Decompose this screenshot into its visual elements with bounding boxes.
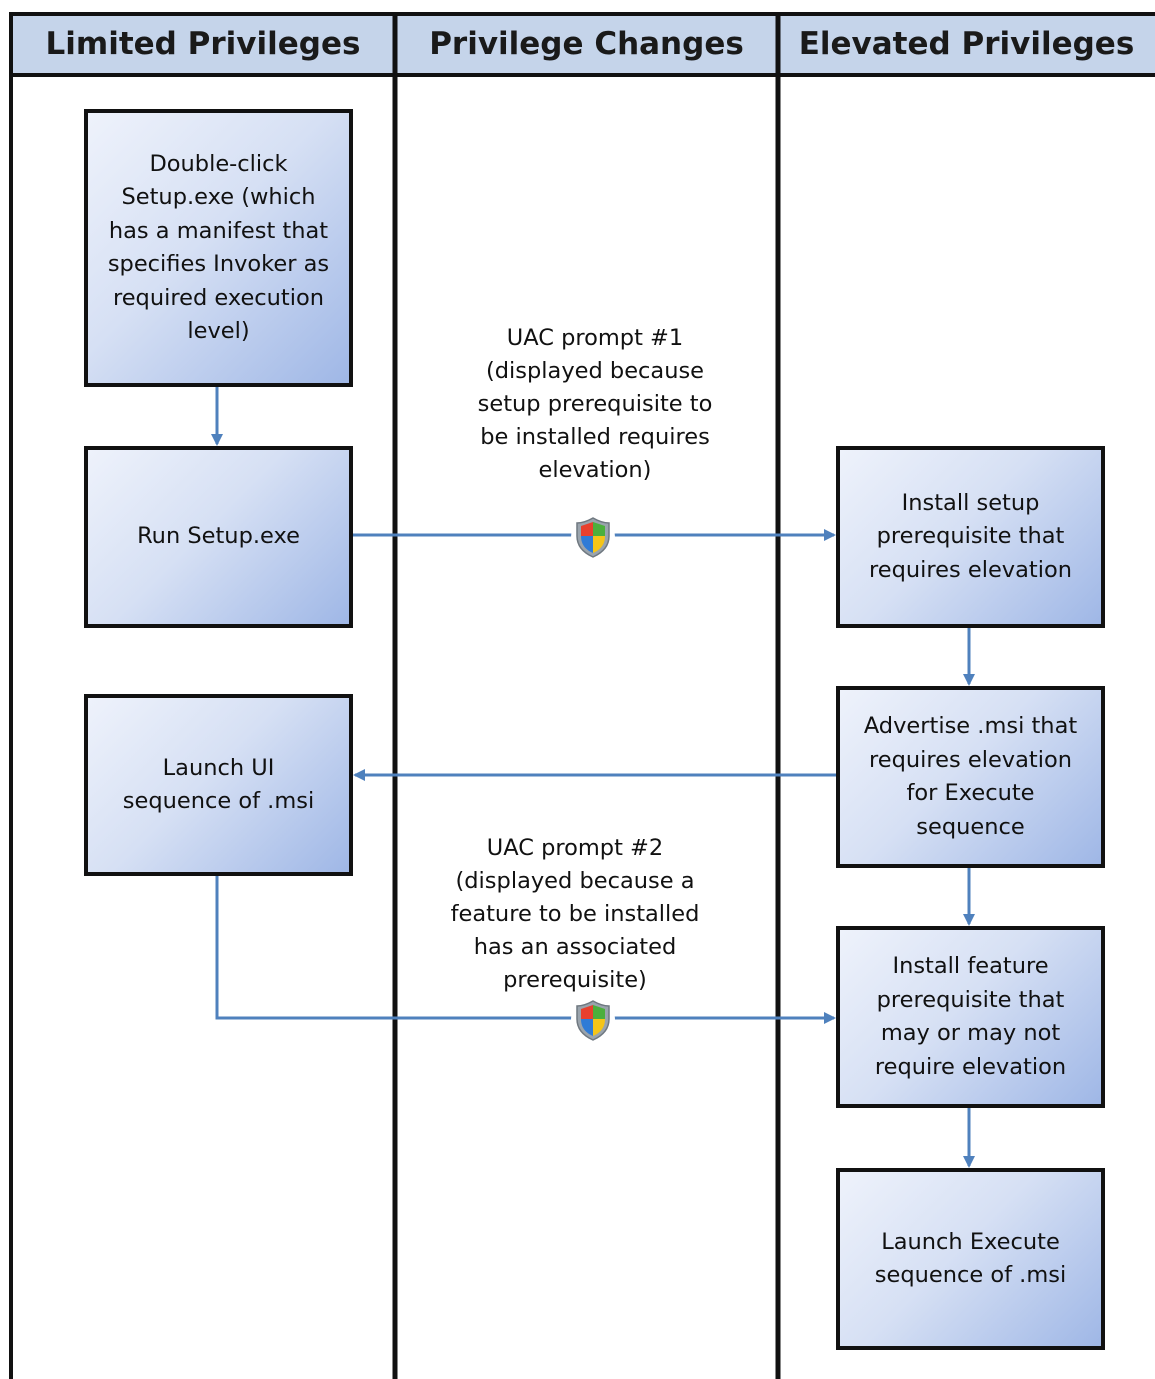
uac-prompt-1-note: UAC prompt #1 (displayed because setup p…: [477, 325, 713, 483]
uac-prompt-2-note: UAC prompt #2 (displayed because a featu…: [450, 835, 700, 993]
uac-shield-icon: [571, 997, 615, 1043]
step-run-setup-label: Run Setup.exe: [137, 523, 300, 550]
step-launch-execute-sequence: Launch Execute sequence of .msi: [836, 1168, 1105, 1350]
lane-header-limited-privileges: Limited Privileges: [11, 14, 395, 74]
arrow-launch-ui-to-install-feature: [215, 876, 836, 1024]
step-launch-ui-sequence: Launch UI sequence of .msi: [84, 694, 353, 876]
lane-header-privilege-changes: Privilege Changes: [395, 14, 778, 74]
step-double-click-setup: Double-click Setup.exe (which has a mani…: [84, 109, 353, 387]
step-double-click-setup-label: Double-click Setup.exe (which has a mani…: [107, 150, 330, 345]
uac-shield-icon: [571, 514, 615, 560]
step-launch-execute-sequence-label: Launch Execute sequence of .msi: [874, 1228, 1067, 1289]
step-install-setup-prerequisite: Install setup prerequisite that requires…: [836, 446, 1105, 628]
step-install-feature-prerequisite-label: Install feature prerequisite that may or…: [874, 953, 1067, 1080]
step-launch-ui-sequence-label: Launch UI sequence of .msi: [122, 754, 315, 815]
step-advertise-msi: Advertise .msi that requires elevation f…: [836, 686, 1105, 868]
step-run-setup: Run Setup.exe: [84, 446, 353, 628]
step-install-feature-prerequisite: Install feature prerequisite that may or…: [836, 926, 1105, 1108]
step-advertise-msi-label: Advertise .msi that requires elevation f…: [863, 713, 1078, 840]
step-install-setup-prerequisite-label: Install setup prerequisite that requires…: [868, 489, 1072, 583]
lane-header-elevated-privileges: Elevated Privileges: [778, 14, 1155, 74]
